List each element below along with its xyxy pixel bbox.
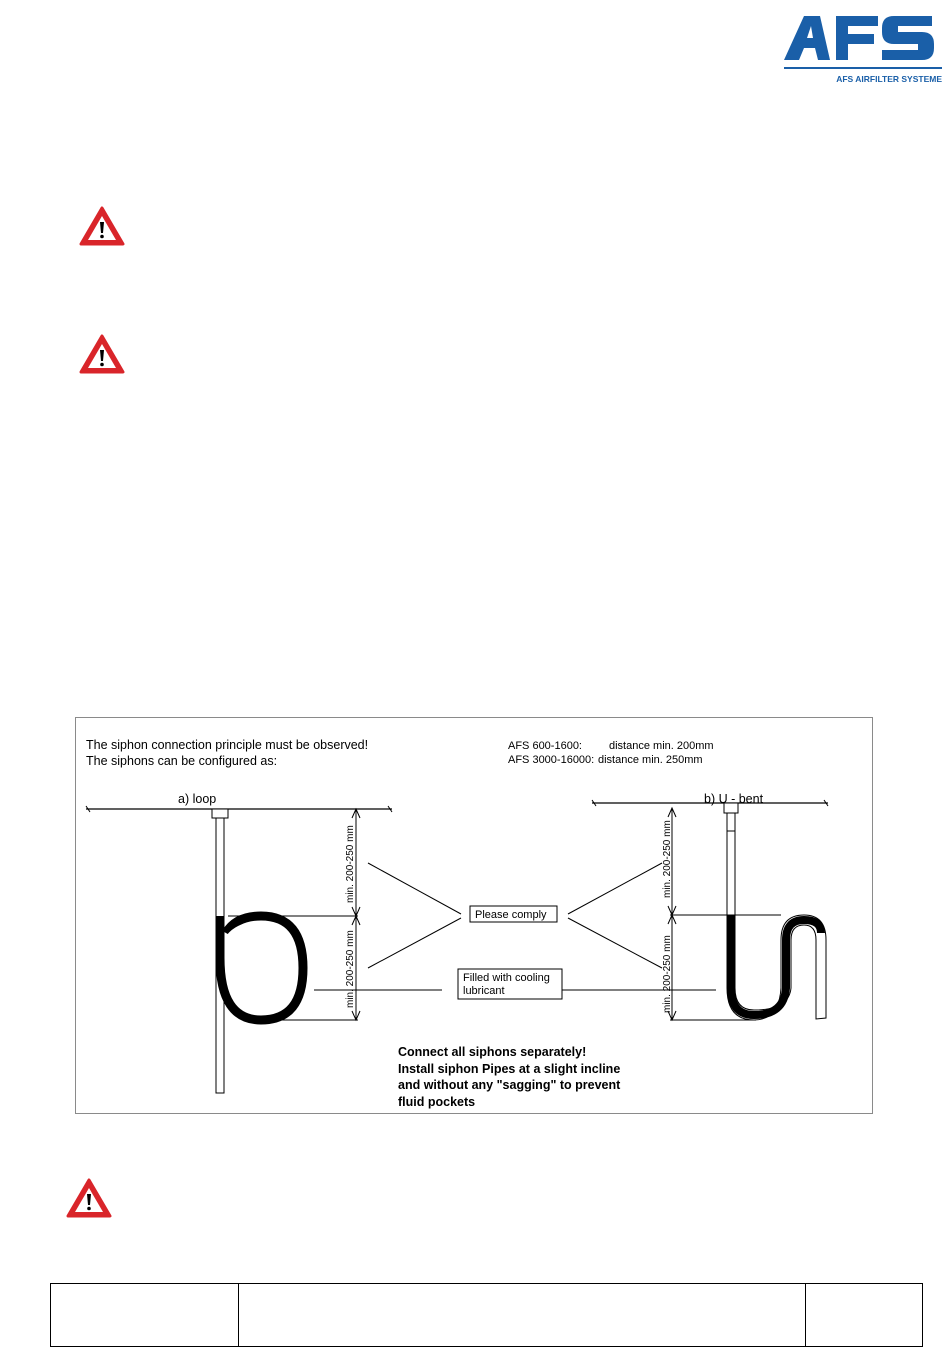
warning-icon	[66, 1178, 112, 1218]
logo-letters	[784, 16, 934, 60]
filled-label-line-2: lubricant	[463, 985, 505, 997]
footer-table	[50, 1283, 923, 1347]
warning-icon	[79, 206, 125, 246]
note-line-1: Connect all siphons separately!	[398, 1045, 586, 1059]
footer-cell-left	[51, 1284, 239, 1346]
intro-line-2: The siphons can be configured as:	[86, 754, 277, 768]
filled-label-line-1: Filled with cooling	[463, 972, 550, 984]
filled-label-box	[457, 968, 563, 1000]
logo-tagline: AFS AIRFILTER SYSTEME	[836, 74, 942, 84]
spec-line-2-value: distance min. 250mm	[598, 754, 703, 766]
dimension-label-right-upper: min. 200-250 mm	[662, 820, 673, 898]
warning-icon	[79, 334, 125, 374]
note-line-3: and without any "sagging" to prevent	[398, 1078, 621, 1092]
dimension-label-left-lower: min. 200-250 mm	[345, 930, 356, 1008]
afs-logo: AFS AIRFILTER SYSTEME	[784, 16, 942, 84]
dimension-label-left-upper: min. 200-250 mm	[345, 825, 356, 903]
loop-label: a) loop	[178, 792, 216, 806]
siphon-diagram: The siphon connection principle must be …	[75, 717, 873, 1114]
dimension-label-right-lower: min. 200-250 mm	[662, 935, 673, 1013]
footer-cell-right	[806, 1284, 922, 1346]
comply-label-box	[469, 905, 558, 923]
spec-line-2-model: AFS 3000-16000:	[508, 754, 594, 766]
intro-line-1: The siphon connection principle must be …	[86, 738, 368, 752]
spec-line-1-model: AFS 600-1600:	[508, 740, 582, 752]
note-line-4: fluid pockets	[398, 1095, 475, 1109]
note-line-2: Install siphon Pipes at a slight incline	[398, 1062, 620, 1076]
comply-label: Please comply	[475, 909, 547, 921]
spec-line-1-value: distance min. 200mm	[609, 740, 714, 752]
footer-cell-center	[239, 1284, 806, 1346]
